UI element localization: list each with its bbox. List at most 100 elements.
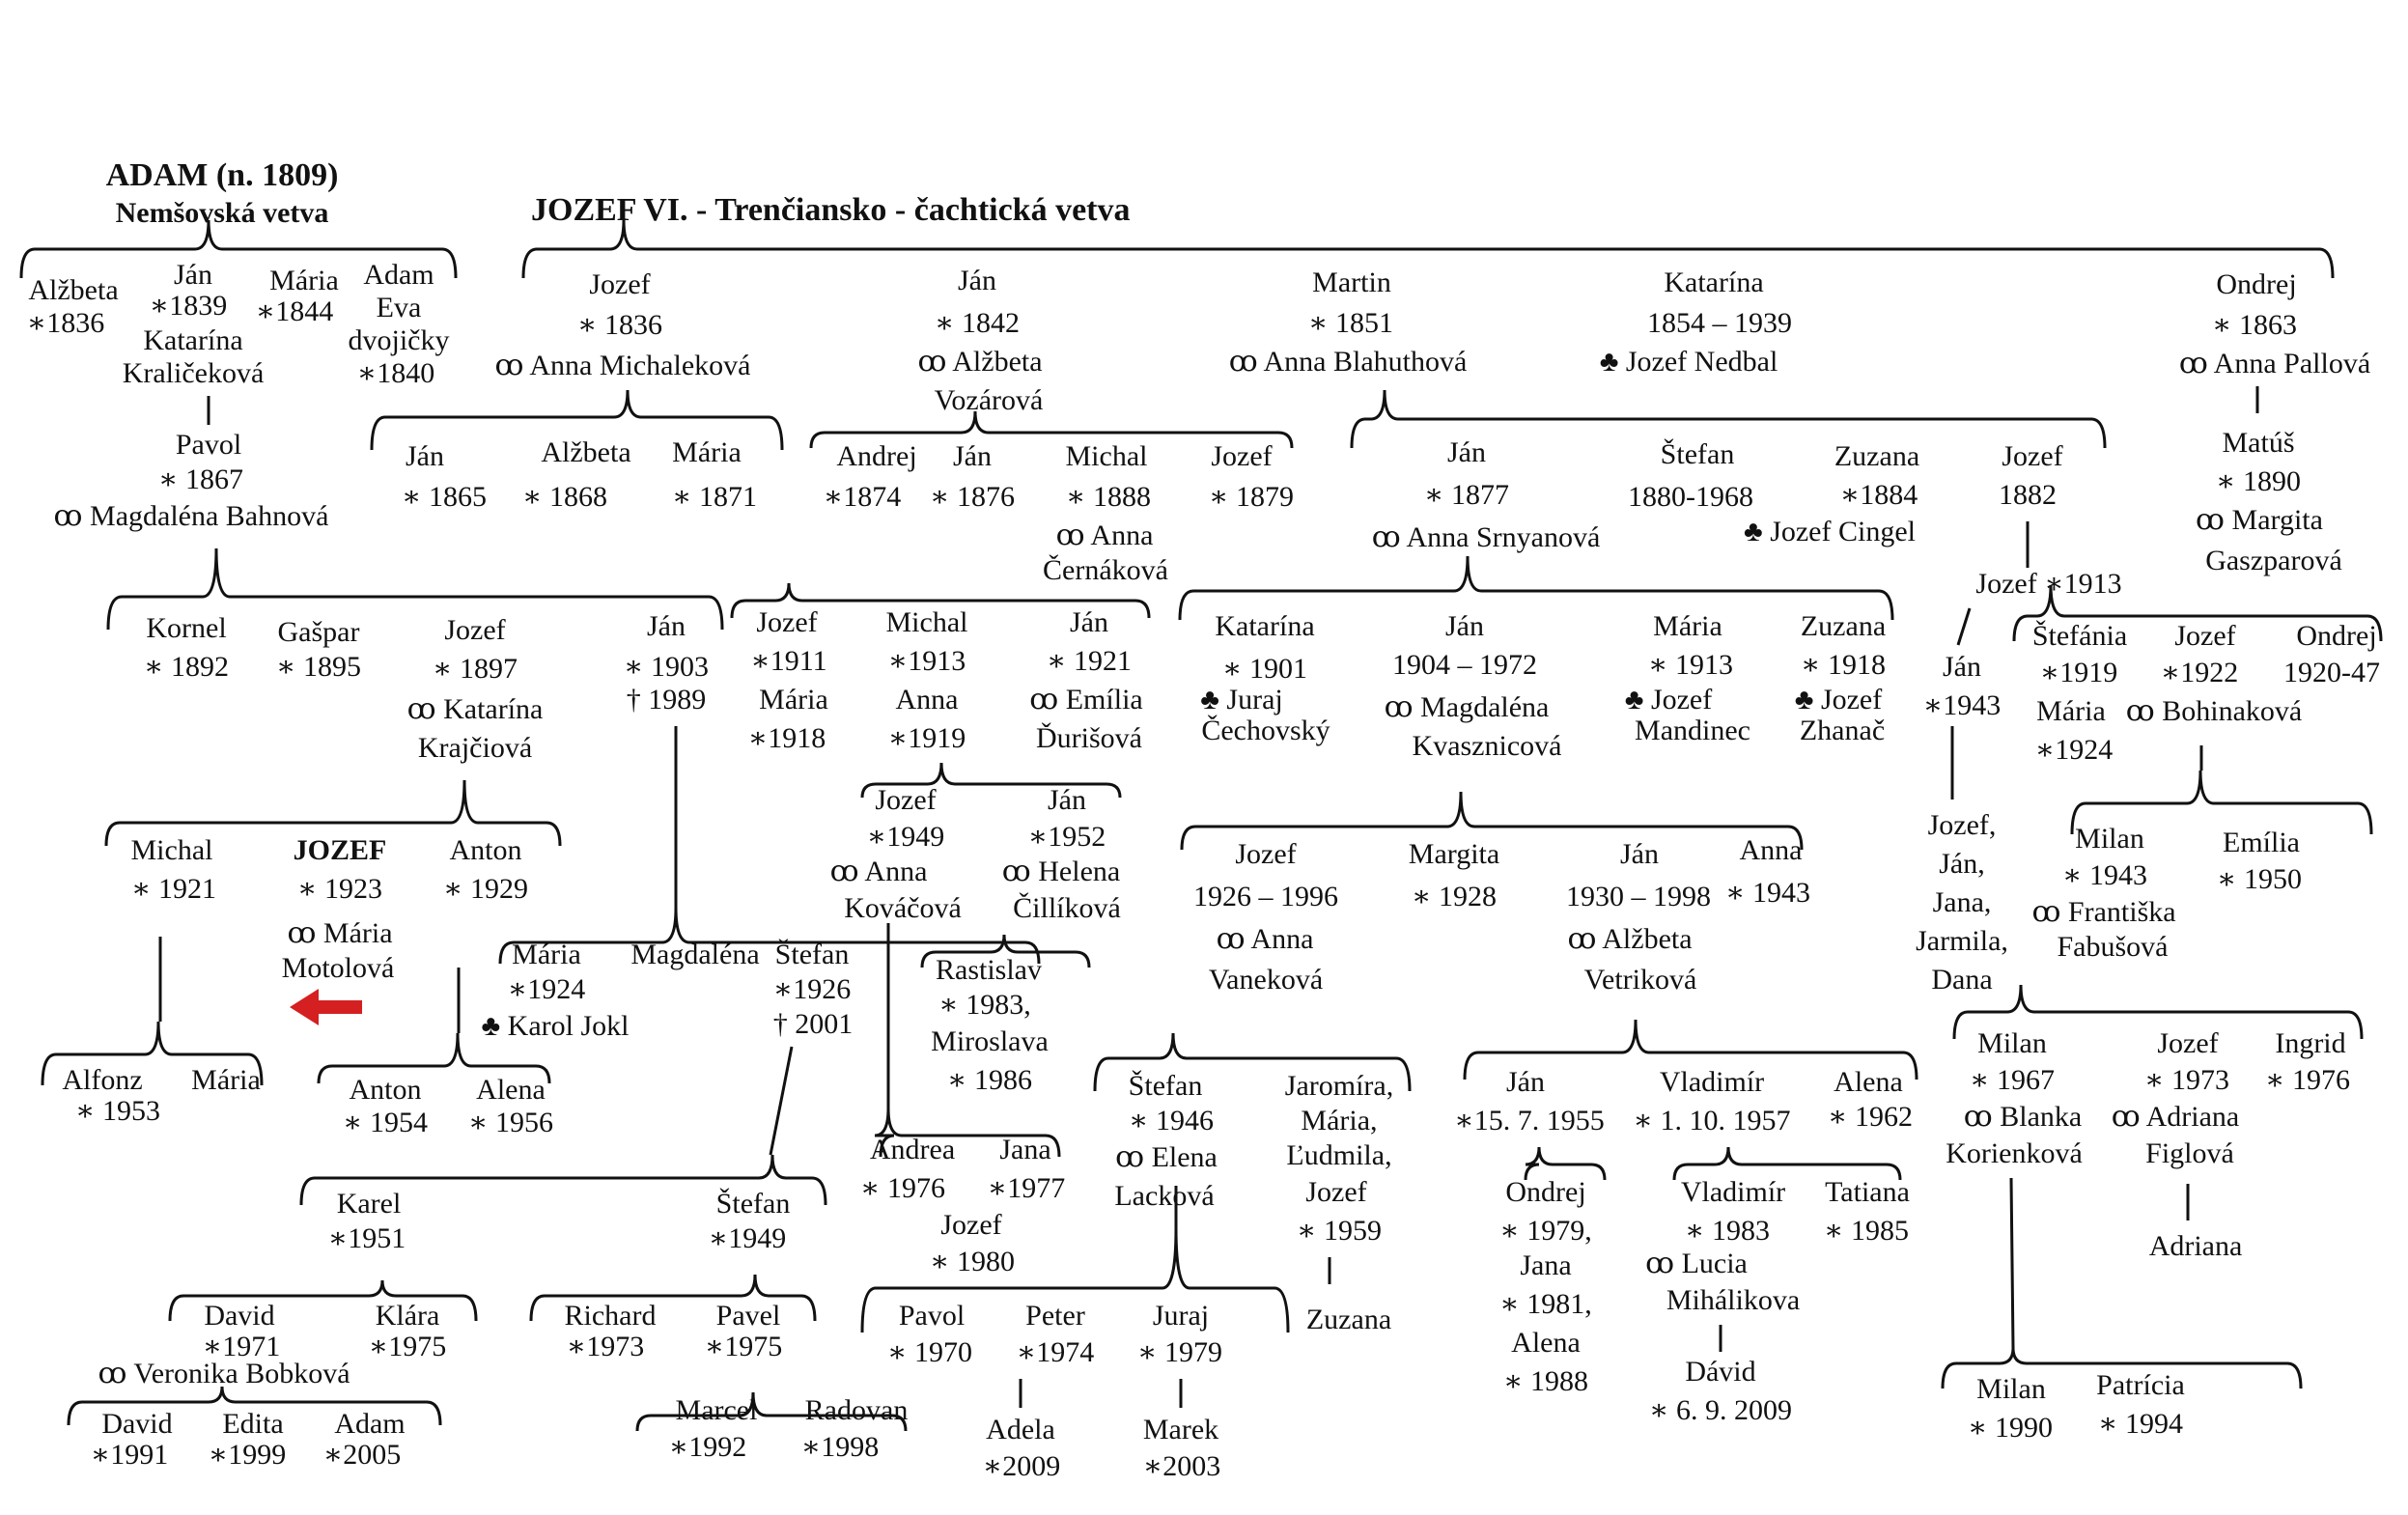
person-label: ∗1836: [27, 307, 104, 339]
nemsovska-branch-title: Nemšovská vetva: [116, 197, 329, 229]
person-label: ∗1884: [1840, 479, 1918, 511]
person-label: Vladimír: [1660, 1066, 1764, 1098]
person-label: Štefánia: [2032, 620, 2127, 652]
person-label: Klára: [376, 1300, 440, 1332]
sibling-brace: [529, 1274, 817, 1322]
person-label: ∗ 1988: [1503, 1365, 1588, 1397]
person-label: 1880-1968: [1628, 481, 1753, 513]
person-label: Jozef: [1305, 1176, 1366, 1208]
person-label: Jozef: [756, 606, 817, 638]
person-label: ∗ 1928: [1412, 881, 1497, 912]
person-label: Alžbeta: [541, 436, 630, 468]
sibling-brace: [1093, 1032, 1412, 1092]
sibling-brace: [19, 219, 458, 279]
person-label: Ján: [953, 440, 992, 472]
person-label: ♣ Jozef: [1795, 684, 1882, 715]
person-label: Martin: [1312, 267, 1391, 298]
person-label: Jana: [1520, 1249, 1571, 1281]
person-label: ∗ 1981,: [1499, 1288, 1591, 1320]
person-label: Ján: [1070, 606, 1108, 638]
person-label: ∗1977: [988, 1172, 1065, 1204]
person-label: ∗1874: [824, 481, 901, 513]
sibling-brace: [1524, 1146, 1607, 1181]
person-label: ꝏ Anna Srnyanová: [1372, 521, 1601, 553]
person-label: ∗1991: [91, 1439, 168, 1471]
person-label: ∗1974: [1017, 1336, 1094, 1368]
person-label: ∗1919: [888, 722, 966, 754]
person-label: dvojičky: [349, 324, 450, 356]
person-label: ∗1949: [867, 821, 944, 853]
person-label: Mária: [759, 684, 828, 715]
sibling-brace: [920, 934, 1091, 968]
person-label: ∗ 1962: [1828, 1101, 1913, 1133]
person-label: ♣ Jozef Cingel: [1744, 516, 1916, 547]
person-label: ∗ 1865: [402, 481, 487, 513]
person-label: Anton: [450, 834, 522, 866]
person-label: ꝏ Františka: [2031, 896, 2175, 928]
person-label: Jozef: [2002, 440, 2062, 472]
person-label: Jozef ∗1913: [1975, 568, 2121, 600]
person-label: Ingrid: [2275, 1027, 2345, 1059]
person-label: ∗ 1956: [468, 1107, 553, 1138]
person-label: ∗1840: [357, 357, 434, 389]
person-label: ꝏ Anna: [1217, 923, 1314, 955]
person-label: Marek: [1143, 1414, 1218, 1445]
person-label: Zuzana: [1834, 440, 1919, 472]
person-label: ∗ 1892: [144, 651, 229, 683]
person-label: Ján: [647, 610, 686, 642]
person-label: Karel: [337, 1188, 402, 1220]
person-label: Gašpar: [278, 616, 360, 648]
person-label: Pavel: [716, 1300, 781, 1332]
person-label: ꝏ Anna: [830, 856, 928, 887]
person-label: ∗ 1970: [887, 1336, 972, 1368]
person-label: ꝏ Helena: [1002, 856, 1120, 887]
person-label: Jozef: [1211, 440, 1272, 472]
person-label: ∗1919: [2040, 657, 2117, 688]
person-label: Dávid: [1685, 1356, 1755, 1388]
sibling-brace: [860, 762, 1122, 799]
person-label: Mihálikova: [1666, 1284, 1800, 1316]
person-label: ∗ 1946: [1129, 1105, 1214, 1136]
person-label: ∗1971: [203, 1331, 280, 1362]
person-label: ∗ 1879: [1209, 481, 1294, 513]
sibling-brace: [2012, 584, 2383, 642]
person-label: Margita: [1409, 838, 1499, 870]
person-label: Michal: [886, 606, 968, 638]
person-label: ꝏ Mária: [287, 917, 392, 949]
person-label: Vladimír: [1681, 1176, 1785, 1208]
person-label: ∗ 1929: [443, 873, 528, 905]
person-label: David: [204, 1300, 274, 1332]
person-label: Ján: [1048, 784, 1086, 816]
person-label: ♣ Juraj: [1200, 684, 1283, 715]
person-label: ∗ 1950: [2217, 863, 2302, 895]
tree-labels: Alžbeta∗1836Ján∗1839Mária∗1844AdamEvadvo…: [27, 259, 2380, 1482]
person-label: JOZEF: [294, 834, 387, 866]
person-label: ∗1998: [801, 1431, 879, 1463]
person-label: 1930 – 1998: [1566, 881, 1711, 912]
person-label: ∗ 1897: [433, 653, 518, 685]
person-label: Štefan: [1129, 1070, 1203, 1102]
person-label: Alžbeta: [28, 274, 118, 306]
person-label: Alena: [476, 1074, 546, 1106]
person-label: ∗1924: [508, 973, 585, 1005]
person-label: ∗ 1979,: [1499, 1215, 1591, 1247]
person-label: Dana: [1931, 964, 1992, 996]
person-label: ∗ 1976: [2265, 1064, 2350, 1096]
person-label: Krajčiová: [418, 732, 532, 764]
person-label: Pavol: [899, 1300, 965, 1332]
sibling-brace: [521, 219, 2335, 279]
tree-connectors: [19, 219, 2383, 1432]
person-label: ∗ 6. 9. 2009: [1649, 1394, 1792, 1426]
person-label: Zuzana: [1801, 610, 1886, 642]
person-label: ∗ 1877: [1424, 479, 1509, 511]
person-label: ∗ 1851: [1308, 307, 1393, 339]
person-label: ∗ 1836: [577, 309, 662, 341]
person-label: Mária: [672, 436, 742, 468]
person-label: ꝏ Elena: [1115, 1141, 1218, 1173]
person-label: Jarmila,: [1916, 925, 2008, 957]
person-label: Juraj: [1153, 1300, 1209, 1332]
person-label: Edita: [222, 1408, 283, 1440]
person-label: Ondrej: [1505, 1176, 1585, 1208]
person-label: ∗1975: [369, 1331, 446, 1362]
